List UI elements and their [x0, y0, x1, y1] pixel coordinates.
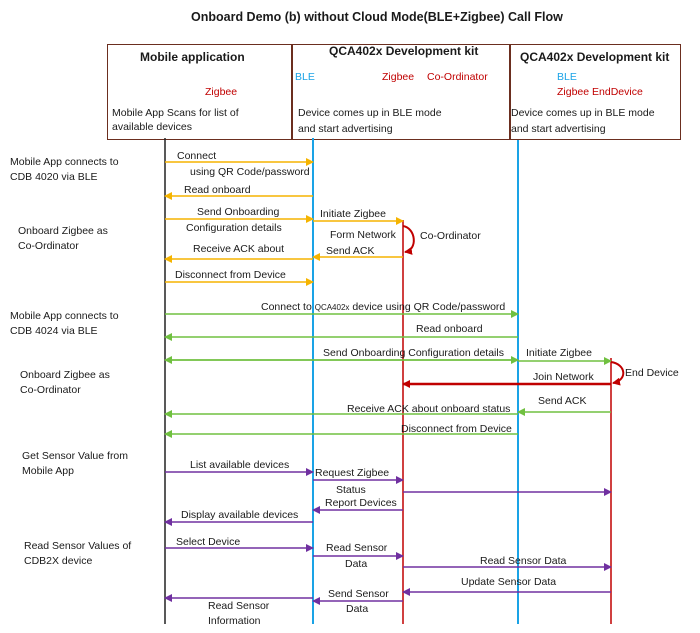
- diagram-title: Onboard Demo (b) without Cloud Mode(BLE+…: [191, 10, 563, 24]
- msg-select-device: Select Device: [176, 536, 241, 548]
- coordinator-header: QCA402x Development kit: [329, 44, 479, 58]
- enddevice-ble-tag: BLE: [557, 71, 577, 83]
- enddevice-kit-box: [509, 44, 681, 140]
- self-arrow-form-network: [402, 225, 415, 255]
- msg-data-2: Data: [346, 603, 369, 615]
- msg-receive-ack-about: Receive ACK about: [193, 243, 285, 255]
- section-label-line2: CDB 4024 via BLE: [10, 325, 98, 337]
- self-arrow-end-device: [610, 361, 625, 386]
- section-label-line1: Read Sensor Values of: [24, 540, 132, 552]
- mobile-app-box: [107, 44, 293, 140]
- msg-read-sensor-info-1: Read Sensor: [208, 600, 270, 612]
- msg-send-onboarding-full: Send Onboarding Configuration details: [323, 347, 504, 359]
- msg-device-using-qr: device using QR Code/password: [352, 301, 506, 313]
- section-label-line2: Co-Ordinator: [18, 240, 79, 252]
- msg-send-sensor: Send Sensor: [328, 588, 389, 600]
- msg-data-1: Data: [345, 558, 368, 570]
- msg-connect-to: Connect to QCA402x device using QR Code/…: [261, 300, 505, 315]
- mobile-desc-line2: available devices: [112, 121, 192, 133]
- section-label-line2: Mobile App: [22, 465, 74, 477]
- section-label-line1: Mobile App connects to: [10, 156, 119, 168]
- section-label-line2: CDB2X device: [24, 555, 93, 567]
- msg-read-sensor-info-2: Information: [208, 615, 261, 627]
- msg-connect: Connect: [177, 150, 217, 162]
- msg-connect-qr: using QR Code/password: [190, 166, 310, 178]
- enddevice-desc-line1: Device comes up in BLE mode: [511, 107, 655, 119]
- coordinator-desc-line2: and start advertising: [298, 123, 393, 135]
- msg-join-network: Join Network: [533, 371, 594, 383]
- enddevice-header: QCA402x Development kit: [520, 50, 670, 64]
- msg-read-onboard-2: Read onboard: [416, 323, 483, 335]
- enddevice-desc-line2: and start advertising: [511, 123, 606, 135]
- coordinator-zigbee-tag: Zigbee: [382, 71, 415, 83]
- msg-end-device: End Device: [625, 367, 679, 379]
- coordinator-kit-box: [291, 44, 511, 140]
- section-label-line1: Onboard Zigbee as: [18, 225, 108, 237]
- msg-report-devices: Report Devices: [325, 497, 397, 509]
- msg-read-onboard-1: Read onboard: [184, 184, 251, 196]
- msg-disconnect-1: Disconnect from Device: [175, 269, 286, 281]
- mobile-desc-line1: Mobile App Scans for list of: [112, 107, 239, 119]
- msg-request-zigbee: Request Zigbee: [315, 467, 390, 479]
- msg-read-sensor-data: Read Sensor Data: [480, 555, 567, 567]
- msg-coordinator: Co-Ordinator: [420, 230, 481, 242]
- enddevice-zigbee-tag: Zigbee EndDevice: [557, 86, 643, 98]
- msg-receive-ack-onboard-status: Receive ACK about onboard status: [347, 403, 511, 415]
- msg-update-sensor-data: Update Sensor Data: [461, 576, 557, 588]
- msg-disconnect-2: Disconnect from Device: [401, 423, 512, 435]
- msg-send-ack-1: Send ACK: [326, 245, 375, 257]
- msg-initiate-zigbee-2: Initiate Zigbee: [526, 347, 592, 359]
- section-label-line2: CDB 4020 via BLE: [10, 171, 98, 183]
- section-label-line1: Get Sensor Value from: [22, 450, 129, 462]
- msg-config-details: Configuration details: [186, 222, 282, 234]
- coordinator-desc-line1: Device comes up in BLE mode: [298, 107, 442, 119]
- msg-initiate-zigbee-1: Initiate Zigbee: [320, 208, 386, 220]
- section-label-line2: Co-Ordinator: [20, 384, 81, 396]
- msg-status: Status: [336, 484, 366, 496]
- mobile-app-header: Mobile application: [140, 50, 245, 64]
- mobile-zigbee-tag: Zigbee: [205, 86, 238, 98]
- coordinator-role-tag: Co-Ordinator: [427, 71, 488, 83]
- section-label-line1: Onboard Zigbee as: [20, 369, 110, 381]
- msg-qca402x-small: QCA402x: [314, 303, 350, 312]
- coordinator-ble-tag: BLE: [295, 71, 315, 83]
- msg-send-onboarding: Send Onboarding: [197, 206, 280, 218]
- msg-display-devices: Display available devices: [181, 509, 299, 521]
- msg-read-sensor: Read Sensor: [326, 542, 388, 554]
- msg-form-network: Form Network: [330, 229, 396, 241]
- section-label-line1: Mobile App connects to: [10, 310, 119, 322]
- msg-list-devices: List available devices: [190, 459, 290, 471]
- msg-connect-to-text: Connect to: [261, 301, 312, 313]
- msg-send-ack-2: Send ACK: [538, 395, 587, 407]
